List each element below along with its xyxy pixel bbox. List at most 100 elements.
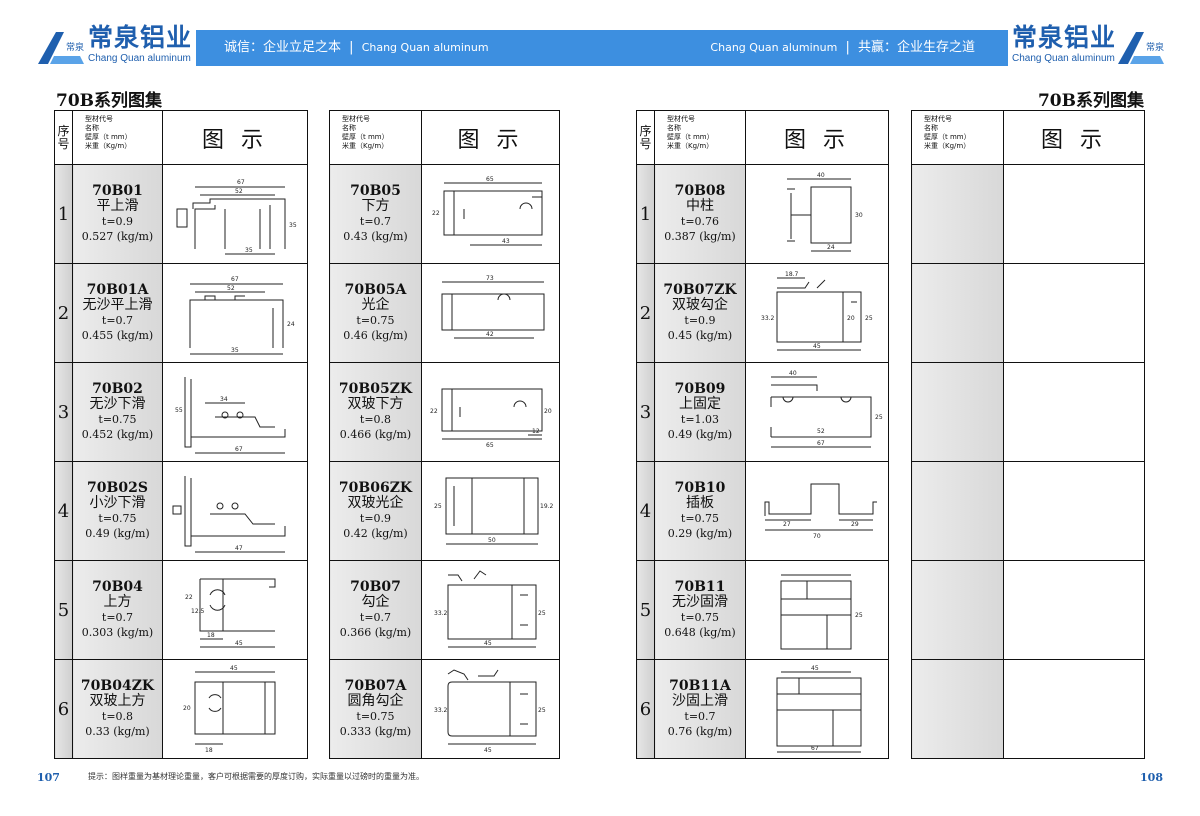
table-row: 3 70B09 上固定 t=1.03 0.49 (kg/m) 40 25 52 … [636,362,889,462]
header-info-name: 名称 [85,124,99,132]
table-row: 4 70B10 插板 t=0.75 0.29 (kg/m) 27 29 70 [636,461,889,561]
product-thickness: t=0.9 [684,314,716,327]
table-row [911,560,1145,660]
header-index: 序号 [636,110,655,165]
dim-label: 19.2 [540,503,554,510]
profile-table-1: 序号 型材代号 名称 壁厚（t mm） 米重（Kg/m） 图 示 1 70B01… [54,110,308,759]
dim-label: 40 [817,172,825,179]
empty-figure-cell [1003,560,1145,660]
product-thickness: t=0.7 [359,215,392,228]
dim-label: 22 [430,408,438,415]
dim-label: 33.2 [434,610,448,617]
product-info: 70B07ZK 双玻勾企 t=0.9 0.45 (kg/m) [654,263,746,363]
empty-info-cell [911,560,1004,660]
dim-label: 65 [486,176,494,183]
product-name: 平上滑 [96,198,139,214]
empty-figure-cell [1003,659,1145,759]
table-header-row: 序号 型材代号 名称 壁厚（t mm） 米重（Kg/m） 图 示 [636,110,889,165]
header-info: 型材代号 名称 壁厚（t mm） 米重（Kg/m） [911,110,1004,165]
product-weight: 0.43 (kg/m) [343,230,408,243]
profile-drawing-cell: 55 34 67 [162,362,308,462]
dim-label: 47 [235,545,243,552]
dim-label: 33.2 [434,707,448,714]
product-weight: 0.648 (kg/m) [664,626,736,639]
table-header-row: 型材代号 名称 壁厚（t mm） 米重（Kg/m） 图 示 [329,110,560,165]
dim-label: 67 [235,446,243,453]
product-thickness: t=0.7 [101,314,134,327]
page-title-right: 70B系列图集 [1037,91,1144,111]
product-info: 70B08 中柱 t=0.76 0.387 (kg/m) [654,164,746,264]
profile-drawing-cell: 73 42 [421,263,560,363]
product-thickness: t=0.76 [680,215,720,228]
product-info: 70B11A 沙固上滑 t=0.7 0.76 (kg/m) [654,659,746,759]
dim-label: 18.7 [785,271,799,278]
product-info: 70B09 上固定 t=1.03 0.49 (kg/m) [654,362,746,462]
product-info: 70B07A 圆角勾企 t=0.75 0.333 (kg/m) [329,659,422,759]
dim-label: 27 [783,521,791,528]
table-row: 70B05 下方 t=0.7 0.43 (kg/m) 65 22 43 [329,164,560,264]
profile-drawing: 18.7 33.2 20 25 45 [761,271,873,351]
dim-label: 52 [227,285,235,292]
dim-label: 45 [484,747,492,754]
brand-name-en: Chang Quan aluminum [88,53,191,64]
header-info-code: 型材代号 [85,115,113,123]
dim-label: 22 [185,594,193,601]
header-info-weight: 米重（Kg/m） [85,142,132,150]
product-weight: 0.387 (kg/m) [664,230,736,243]
profile-drawing-cell: 45 20 18 [162,659,308,759]
profile-drawing-cell: 33.2 25 45 [421,560,560,660]
product-thickness: t=1.03 [680,413,720,426]
product-weight: 0.45 (kg/m) [667,329,733,342]
dim-label: 45 [235,640,243,647]
table-row: 70B06ZK 双玻光企 t=0.9 0.42 (kg/m) 25 19.2 5… [329,461,560,561]
header-band-left [196,30,600,66]
profile-drawing-cell: 22 12.5 18 45 [162,560,308,660]
product-info: 70B10 插板 t=0.75 0.29 (kg/m) [654,461,746,561]
header-info: 型材代号 名称 壁厚（t mm） 米重（Kg/m） [329,110,422,165]
row-index: 3 [54,362,73,462]
header-figure: 图 示 [745,110,889,165]
slogan-left-en: Chang Quan aluminum [361,41,489,54]
dim-label: 45 [813,343,821,350]
profile-drawing-cell: 33.2 25 45 [421,659,560,759]
product-code: 70B07ZK [663,282,737,298]
profile-drawing-cell: 65 22 43 [421,164,560,264]
header-info-name: 名称 [924,124,938,132]
product-code: 70B07 [350,579,401,595]
dim-label: 67 [231,276,239,283]
page-number-right: 108 [1140,771,1163,784]
logo-badge-text: 常泉 [66,41,84,53]
dim-label: 24 [827,244,835,251]
dim-label: 25 [875,414,883,421]
product-name: 光企 [361,297,390,313]
product-info: 70B07 勾企 t=0.7 0.366 (kg/m) [329,560,422,660]
product-code: 70B02 [92,381,143,397]
product-code: 70B11A [669,678,731,694]
product-thickness: t=0.8 [101,710,134,723]
dim-label: 24 [287,321,295,328]
empty-info-cell [911,461,1004,561]
table-row: 6 70B11A 沙固上滑 t=0.7 0.76 (kg/m) 45 67 [636,659,889,759]
product-weight: 0.46 (kg/m) [343,329,408,342]
dim-label: 43 [502,238,510,245]
product-weight: 0.29 (kg/m) [667,527,733,540]
dim-label: 20 [544,408,552,415]
product-name: 下方 [361,198,390,214]
footer-note: 提示：图样重量为基材理论重量，客户可根据需要的厚度订购，实际重量以过磅时的重量为… [88,772,424,781]
product-weight: 0.333 (kg/m) [339,725,412,738]
product-weight: 0.42 (kg/m) [343,527,408,540]
product-name: 无沙下滑 [89,396,146,412]
profile-drawing-cell: 22 20 12 65 [421,362,560,462]
profile-drawing: 27 29 70 [764,483,877,540]
header-info-name: 名称 [342,124,356,132]
empty-figure-cell [1003,362,1145,462]
product-thickness: t=0.75 [356,314,395,327]
dim-label: 45 [484,640,492,647]
dim-label: 33.2 [761,315,775,322]
product-name: 无沙固滑 [672,594,728,610]
product-weight: 0.366 (kg/m) [339,626,412,639]
product-info: 70B05ZK 双玻下方 t=0.8 0.466 (kg/m) [329,362,422,462]
empty-info-cell [911,164,1004,264]
dim-label: 35 [245,247,253,254]
product-weight: 0.452 (kg/m) [81,428,154,441]
